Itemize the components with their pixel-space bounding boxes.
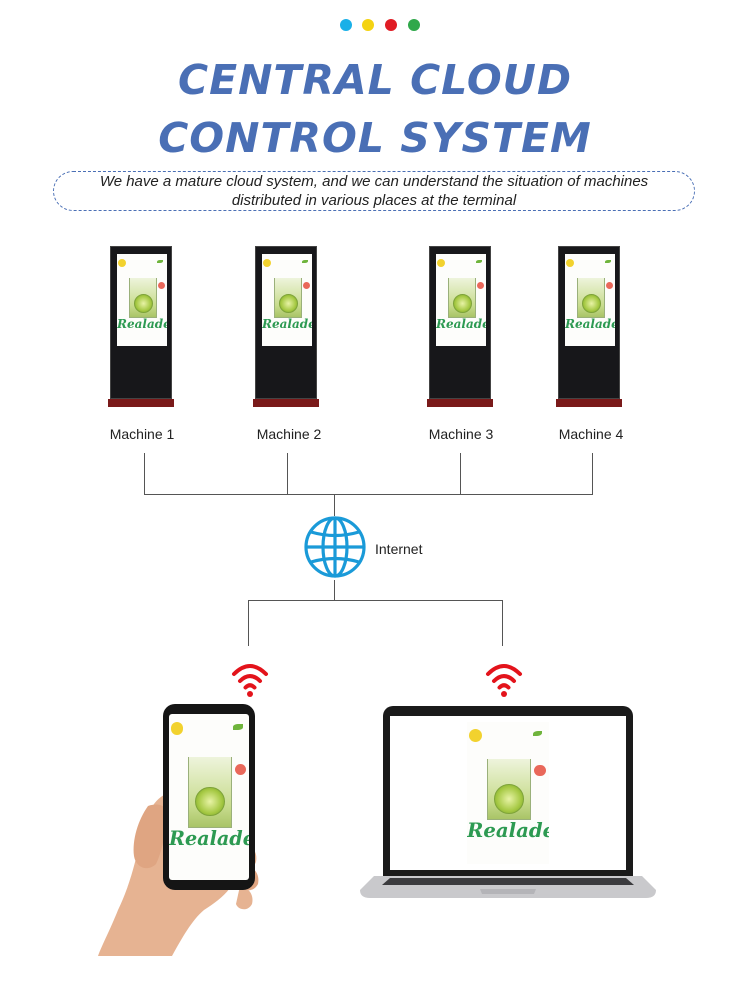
- dot-yellow: [362, 19, 374, 31]
- lime-slice: [195, 787, 225, 817]
- laptop: Realade: [383, 706, 633, 876]
- dot-red: [385, 19, 397, 31]
- fruit-lemon: [468, 729, 482, 743]
- poster-illustration: Realade: [169, 714, 249, 880]
- connector-from-globe: [334, 580, 335, 600]
- kiosk-base: [108, 399, 174, 407]
- machine-label-3: Machine 3: [428, 426, 494, 442]
- phone-screen: Realade: [169, 714, 249, 880]
- kiosk-screen: Realade: [262, 254, 312, 346]
- fruit-leaf: [476, 259, 482, 264]
- fruit-leaf: [157, 259, 163, 264]
- poster-illustration: Realade: [262, 254, 312, 346]
- laptop-screen: Realade: [390, 716, 626, 870]
- connector-phone: [248, 600, 249, 646]
- fruit-strawberry: [303, 281, 310, 289]
- fruit-lemon: [263, 258, 271, 267]
- poster-brand: Realade: [436, 316, 486, 331]
- title-line-1: CENTRAL CLOUD: [177, 56, 572, 104]
- kiosk-base: [253, 399, 319, 407]
- lime-slice: [494, 784, 524, 815]
- connector-bus-bottom: [248, 600, 503, 601]
- laptop-base: [360, 876, 656, 898]
- lime-slice: [581, 294, 601, 314]
- connector-machine-4: [592, 453, 593, 494]
- fruit-strawberry: [534, 764, 546, 777]
- poster-illustration: Realade: [467, 722, 549, 864]
- dot-cyan: [340, 19, 352, 31]
- kiosk-body: Realade: [110, 246, 172, 399]
- lime-slice: [133, 294, 153, 314]
- poster-brand: Realade: [117, 316, 167, 331]
- machine-label-2: Machine 2: [256, 426, 322, 442]
- poster-illustration: Realade: [565, 254, 615, 346]
- kiosk-base: [556, 399, 622, 407]
- connector-to-globe: [334, 494, 335, 516]
- fruit-lemon: [118, 258, 126, 267]
- machine-label-1: Machine 1: [109, 426, 175, 442]
- globe-icon: [304, 516, 366, 578]
- kiosk-body: Realade: [558, 246, 620, 399]
- kiosk-machine-4: Realade: [556, 246, 622, 408]
- lime-slice: [452, 294, 472, 314]
- fruit-strawberry: [158, 281, 165, 289]
- connector-machine-3: [460, 453, 461, 494]
- title-line-2: CONTROL SYSTEM: [158, 114, 592, 162]
- fruit-lemon: [170, 722, 184, 736]
- kiosk-machine-1: Realade: [108, 246, 174, 408]
- subtitle-bubble: We have a mature cloud system, and we ca…: [53, 171, 695, 211]
- fruit-leaf: [532, 730, 543, 737]
- kiosk-body: Realade: [255, 246, 317, 399]
- fruit-lemon: [566, 258, 574, 267]
- lime-slice: [278, 294, 298, 314]
- fruit-strawberry: [234, 763, 246, 775]
- connector-machine-1: [144, 453, 145, 494]
- kiosk-machine-3: Realade: [427, 246, 493, 408]
- poster-illustration: Realade: [436, 254, 486, 346]
- poster-brand: Realade: [467, 818, 549, 842]
- kiosk-screen: Realade: [436, 254, 486, 346]
- smartphone: Realade: [163, 704, 255, 890]
- kiosk-machine-2: Realade: [253, 246, 319, 408]
- connector-machine-2: [287, 453, 288, 494]
- fruit-strawberry: [606, 281, 613, 289]
- fruit-lemon: [437, 258, 445, 267]
- connector-bus-top: [144, 494, 593, 495]
- wifi-icon: [232, 664, 268, 697]
- poster-brand: Realade: [565, 316, 615, 331]
- dot-green: [408, 19, 420, 31]
- subtitle-text: We have a mature cloud system, and we ca…: [99, 173, 649, 209]
- fruit-strawberry: [477, 281, 484, 289]
- kiosk-base: [427, 399, 493, 407]
- kiosk-screen: Realade: [117, 254, 167, 346]
- machine-label-4: Machine 4: [558, 426, 624, 442]
- internet-label: Internet: [375, 541, 423, 557]
- decorative-dots: [340, 19, 424, 33]
- fruit-leaf: [233, 723, 243, 730]
- kiosk-screen: Realade: [565, 254, 615, 346]
- poster-brand: Realade: [169, 826, 249, 850]
- fruit-leaf: [605, 259, 611, 264]
- poster-brand: Realade: [262, 316, 312, 331]
- kiosk-body: Realade: [429, 246, 491, 399]
- fruit-leaf: [302, 259, 308, 264]
- poster-illustration: Realade: [117, 254, 167, 346]
- connector-laptop: [502, 600, 503, 646]
- wifi-icon: [486, 664, 522, 697]
- laptop-poster: Realade: [467, 722, 549, 864]
